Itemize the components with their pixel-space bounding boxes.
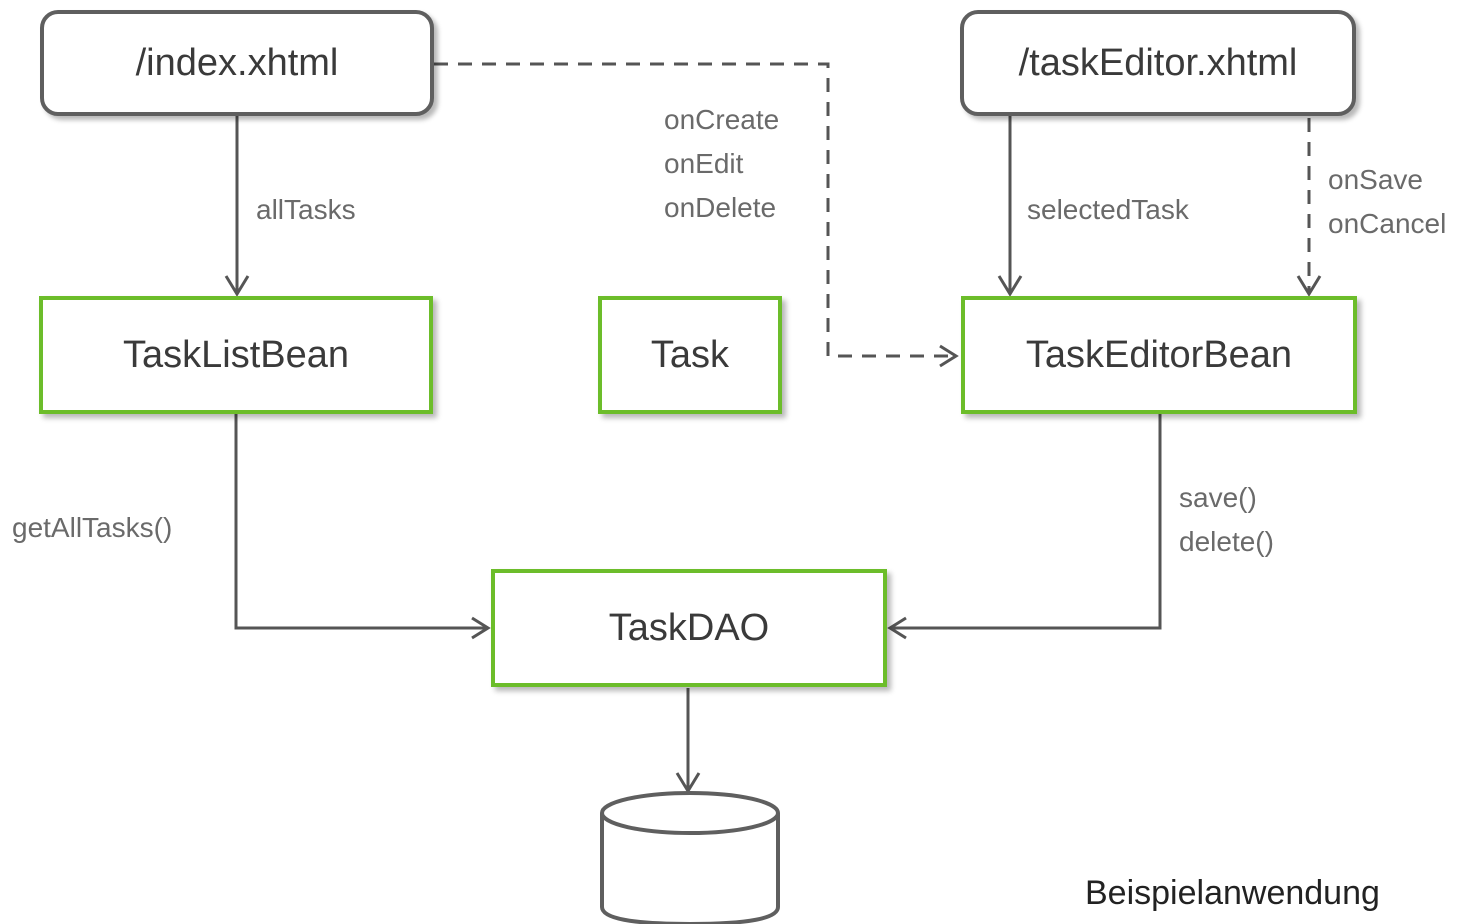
database-icon bbox=[600, 791, 780, 924]
label-selectedtask: selectedTask bbox=[1027, 188, 1189, 232]
edge-taskeditor-onsave-dashed bbox=[1296, 118, 1322, 297]
label-getalltasks-text: getAllTasks() bbox=[12, 512, 173, 543]
taskeditorbean-node: TaskEditorBean bbox=[961, 296, 1357, 414]
label-alltasks-text: allTasks bbox=[256, 194, 356, 225]
label-alltasks: allTasks bbox=[256, 188, 356, 232]
label-dao-actions: save() delete() bbox=[1179, 476, 1274, 564]
label-getalltasks: getAllTasks() bbox=[12, 506, 172, 550]
label-index-actions: onCreate onEdit onDelete bbox=[664, 98, 779, 230]
label-editor-actions: onSave onCancel bbox=[1328, 158, 1446, 246]
edge-taskdao-to-database bbox=[675, 688, 701, 794]
caption: Beispielanwendung bbox=[1085, 874, 1380, 912]
task-node: Task bbox=[598, 296, 782, 414]
label-oncancel: onCancel bbox=[1328, 208, 1447, 239]
label-selectedtask-text: selectedTask bbox=[1027, 194, 1189, 225]
edge-taskeditor-selectedtask bbox=[997, 114, 1023, 297]
index-xhtml-node: /index.xhtml bbox=[40, 10, 434, 116]
label-delete: delete() bbox=[1179, 526, 1274, 557]
label-ondelete: onDelete bbox=[664, 192, 777, 223]
edge-taskeditorbean-to-taskdao bbox=[887, 414, 1162, 640]
edge-tasklistbean-to-taskdao bbox=[234, 414, 491, 640]
label-oncreate: onCreate bbox=[664, 104, 780, 135]
taskdao-node: TaskDAO bbox=[491, 569, 887, 687]
taskeditor-xhtml-node: /taskEditor.xhtml bbox=[960, 10, 1356, 116]
label-onsave: onSave bbox=[1328, 164, 1423, 195]
edge-index-to-taskeditorbean-dashed bbox=[434, 62, 959, 368]
label-save: save() bbox=[1179, 482, 1257, 513]
tasklistbean-node: TaskListBean bbox=[39, 296, 433, 414]
label-onedit: onEdit bbox=[664, 148, 744, 179]
edge-index-to-tasklistbean bbox=[224, 114, 250, 297]
